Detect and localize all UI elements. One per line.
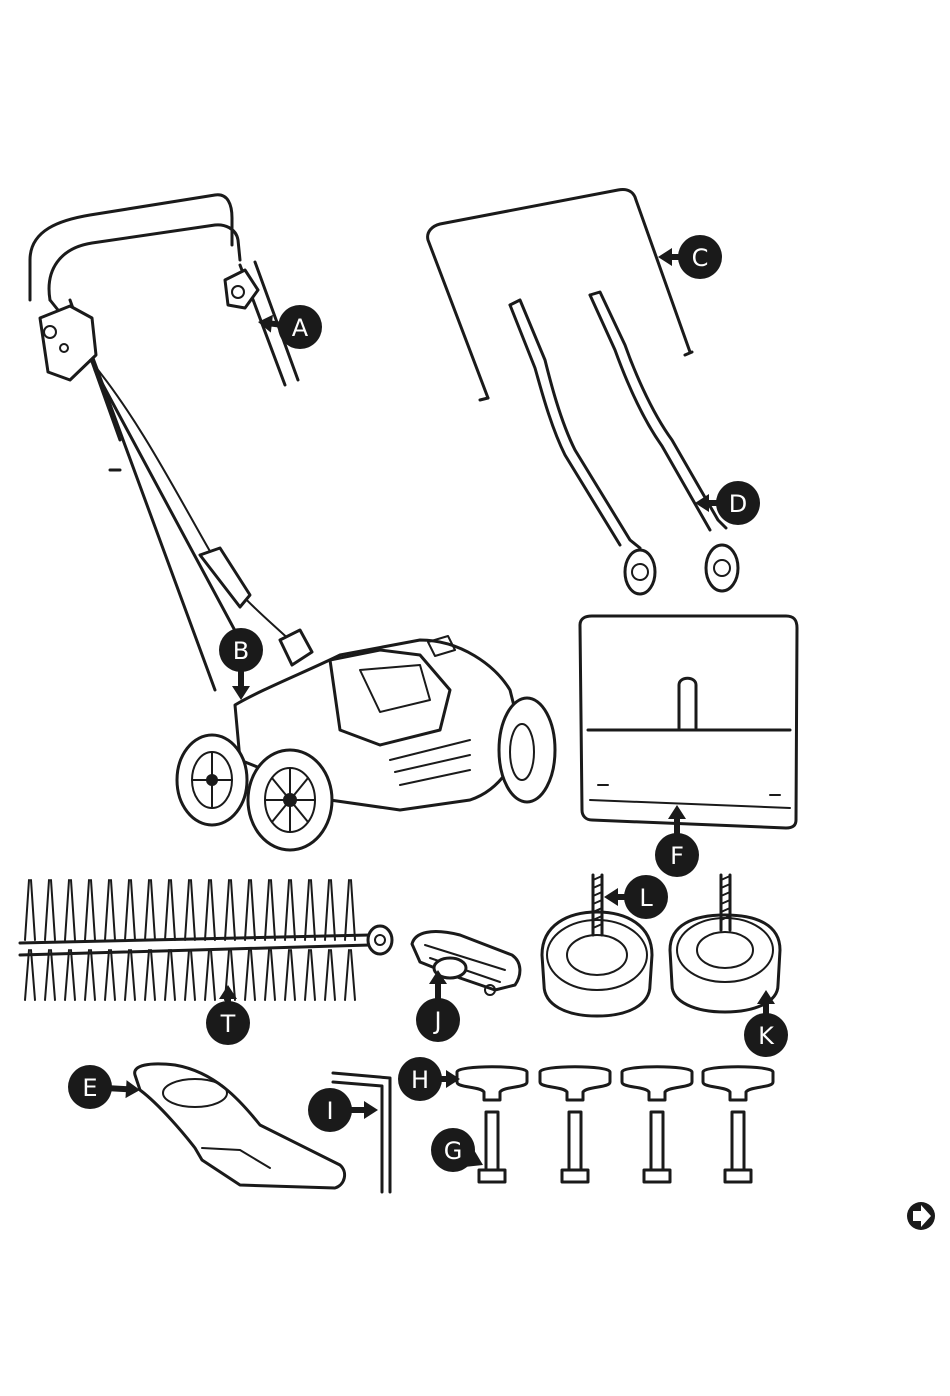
callout-g: G: [431, 1128, 483, 1172]
callout-label-h: H: [411, 1066, 429, 1094]
wing-knobs: [457, 1067, 773, 1100]
scarifier-machine: [30, 195, 555, 850]
bolts: [479, 1112, 751, 1182]
callout-label-f: F: [670, 842, 684, 870]
callout-label-b: B: [233, 637, 249, 665]
cable-clip: [135, 1064, 345, 1188]
callout-i: I: [308, 1088, 378, 1132]
height-adjust-knob-right: [670, 875, 780, 1012]
callout-h: H: [398, 1057, 460, 1101]
callout-label-g: G: [444, 1137, 463, 1165]
callout-label-c: C: [692, 244, 709, 272]
callout-b: B: [219, 628, 263, 700]
grass-collector-bag: [580, 616, 797, 828]
callout-label-k: K: [758, 1022, 775, 1050]
callout-c: C: [658, 235, 722, 279]
arrow-right-circle-icon[interactable]: [907, 1202, 935, 1230]
scarifier-roller: [20, 880, 392, 1000]
lower-handle-rails: [510, 292, 738, 594]
callout-j: J: [416, 970, 460, 1042]
callout-label-e: E: [82, 1074, 97, 1102]
callout-label-i: I: [326, 1097, 333, 1125]
callout-e: E: [68, 1065, 140, 1109]
upper-handle-part: [428, 189, 692, 400]
roller-bracket: [412, 932, 520, 995]
callout-label-a: A: [292, 314, 309, 342]
callout-label-t: T: [220, 1010, 236, 1038]
callout-label-d: D: [729, 490, 747, 518]
callout-label-j: J: [432, 1007, 441, 1035]
callout-t: T: [206, 985, 250, 1045]
callout-label-l: L: [639, 884, 653, 912]
